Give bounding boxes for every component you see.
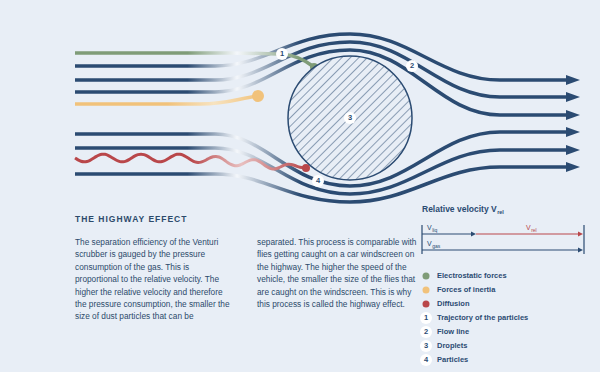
legend-text: Droplets: [437, 341, 467, 351]
legend-text: Forces of inertia: [437, 285, 495, 295]
legend-swatches: [423, 273, 430, 308]
arrow-head: [566, 110, 580, 120]
velocity-symbol: V: [427, 239, 432, 248]
legend-text: Electrostatic forces: [437, 271, 507, 281]
subscript: gas: [432, 243, 440, 249]
velocity-symbol: V: [427, 223, 432, 232]
arrow-head: [566, 162, 580, 172]
legend-swatch: [423, 287, 430, 294]
arrow-head: [566, 92, 580, 102]
legend-text: Particles: [437, 355, 468, 365]
velocity-symbol: V: [526, 223, 531, 232]
subscript: rel: [531, 227, 537, 233]
arrow-head: [566, 75, 580, 85]
arrow-head: [471, 232, 476, 237]
section-title: THE HIGHWAY EFFECT: [75, 214, 187, 225]
subscript: rel: [497, 209, 504, 216]
legend-swatch: [423, 273, 430, 280]
legend-number: 1: [420, 312, 432, 324]
legend-text: Diffusion: [437, 299, 470, 309]
legend-number: 3: [420, 340, 432, 352]
callout-number: 1: [276, 48, 288, 60]
velocity-diagram: [422, 225, 584, 254]
velocity-tick: [583, 225, 584, 254]
subscript: liq: [432, 227, 437, 233]
droplet-circle: [288, 56, 412, 180]
gas-velocity-line: [422, 249, 579, 250]
legend-number: 2: [420, 326, 432, 338]
body-text: The separation efficiency of the Venturi…: [75, 236, 417, 323]
callout-number: 3: [344, 112, 356, 124]
flow-lines: [75, 34, 580, 202]
diffusion-trajectory: [75, 154, 306, 169]
velocity-heading: Relative velocity V: [422, 204, 497, 215]
legend-text: Trajectory of the particles: [437, 313, 528, 323]
legend-swatch: [423, 301, 430, 308]
legend-text: Flow line: [437, 327, 469, 337]
callout-number: 2: [406, 60, 418, 72]
liquid-velocity-line: [422, 233, 472, 234]
arrow-head: [566, 127, 580, 137]
arrow-head: [578, 248, 583, 253]
inertia-trajectory: [75, 96, 258, 104]
relative-velocity-line: [476, 233, 579, 234]
callout-number: 4: [312, 175, 324, 187]
legend-number: 4: [420, 354, 432, 366]
particle-dot: [252, 90, 264, 102]
arrow-head: [578, 232, 583, 237]
arrow-head: [566, 145, 580, 155]
droplet-ground: [288, 56, 412, 180]
